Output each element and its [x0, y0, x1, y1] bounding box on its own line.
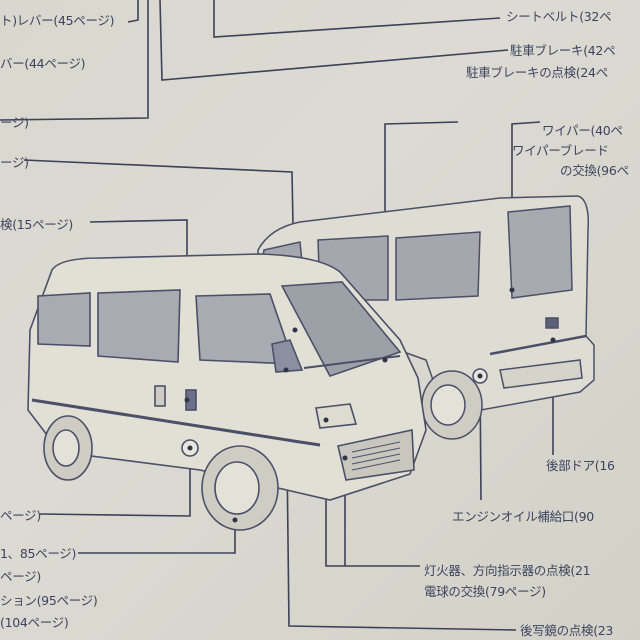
label-parking-brake: 駐車ブレーキ(42ペ [510, 43, 616, 58]
label-inspection-15: 検(15ページ) [0, 217, 74, 232]
label-mirror-inspection: 後写鏡の点検(23 [520, 623, 614, 638]
label-rear-door: 後部ドア(16 [546, 458, 615, 473]
label-parking-brake-inspection: 駐車ブレーキの点検(24ペ [466, 65, 608, 80]
label-wiper-blade-replacement: の交換(96ペ [560, 163, 629, 178]
label-lever-44: バー(44ページ) [0, 56, 86, 71]
label-lights-inspection: 灯火器、方向指示器の点検(21 [424, 563, 591, 578]
label-left-4: ージ) [0, 155, 29, 170]
grille [351, 441, 401, 471]
rear-van [257, 195, 595, 440]
label-wiper-blade: ワイパーブレード [512, 143, 609, 158]
front-van [27, 253, 427, 531]
label-bulb-replacement: 電球の交換(79ページ) [424, 584, 546, 599]
label-wiper: ワイパー(40ペ [542, 123, 623, 138]
label-left-7: 1、85ページ) [0, 546, 77, 561]
label-engine-oil-filler: エンジンオイル補給口(90 [452, 509, 594, 524]
label-lever-45: ト)レバー(45ページ) [0, 13, 115, 28]
marker-dots [184, 287, 556, 523]
label-left-3: ージ) [0, 115, 29, 130]
label-left-6: ページ) [0, 508, 41, 523]
label-suspension-95: ション(95ページ) [0, 593, 98, 608]
label-left-8: ページ) [0, 569, 41, 584]
label-seatbelt: シートベルト(32ペ [506, 9, 612, 24]
leader-lines [0, 0, 554, 631]
label-left-104: (104ページ) [0, 615, 69, 630]
